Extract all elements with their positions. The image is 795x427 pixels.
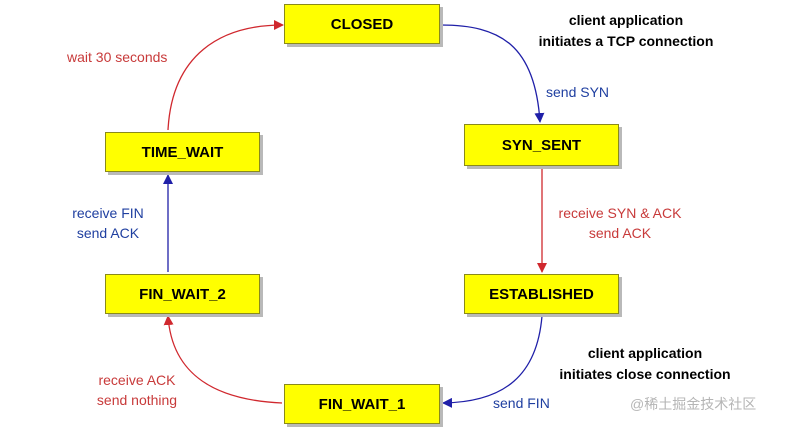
note-line: initiates a TCP connection bbox=[538, 33, 714, 49]
arrow-time-wait-to-closed bbox=[167, 20, 284, 131]
note-client-initiates-connection: client application initiates a TCP conne… bbox=[510, 10, 742, 52]
note-client-initiates-close: client application initiates close conne… bbox=[530, 343, 760, 385]
label-line: receive ACK bbox=[98, 372, 176, 388]
state-fin-wait-2: FIN_WAIT_2 bbox=[105, 274, 260, 314]
state-closed: CLOSED bbox=[284, 4, 440, 44]
label-send-syn: send SYN bbox=[546, 84, 610, 100]
state-established: ESTABLISHED bbox=[464, 274, 619, 314]
state-time-wait: TIME_WAIT bbox=[105, 132, 260, 172]
label-receive-ack: receive ACK send nothing bbox=[82, 370, 192, 410]
label-line: receive SYN & ACK bbox=[558, 205, 682, 221]
label-wait-30-seconds: wait 30 seconds bbox=[67, 49, 168, 65]
watermark: @稀土掘金技术社区 bbox=[630, 396, 757, 412]
arrow-established-to-fin-wait-1 bbox=[442, 315, 543, 408]
arrow-fin-wait-1-to-fin-wait-2 bbox=[163, 315, 283, 404]
state-fin-wait-1: FIN_WAIT_1 bbox=[284, 384, 440, 424]
label-receive-fin: receive FIN send ACK bbox=[58, 203, 158, 243]
label-line: receive FIN bbox=[72, 205, 144, 221]
label-line: send ACK bbox=[76, 225, 140, 241]
state-syn-sent: SYN_SENT bbox=[464, 124, 619, 166]
arrow-closed-to-syn-sent bbox=[440, 24, 545, 123]
note-line: initiates close connection bbox=[559, 366, 731, 382]
note-line: client application bbox=[568, 12, 684, 28]
note-line: client application bbox=[587, 345, 703, 361]
label-receive-syn-ack: receive SYN & ACK send ACK bbox=[540, 203, 700, 243]
label-send-fin: send FIN bbox=[493, 395, 550, 411]
label-line: send nothing bbox=[96, 392, 178, 408]
label-line: send ACK bbox=[588, 225, 652, 241]
